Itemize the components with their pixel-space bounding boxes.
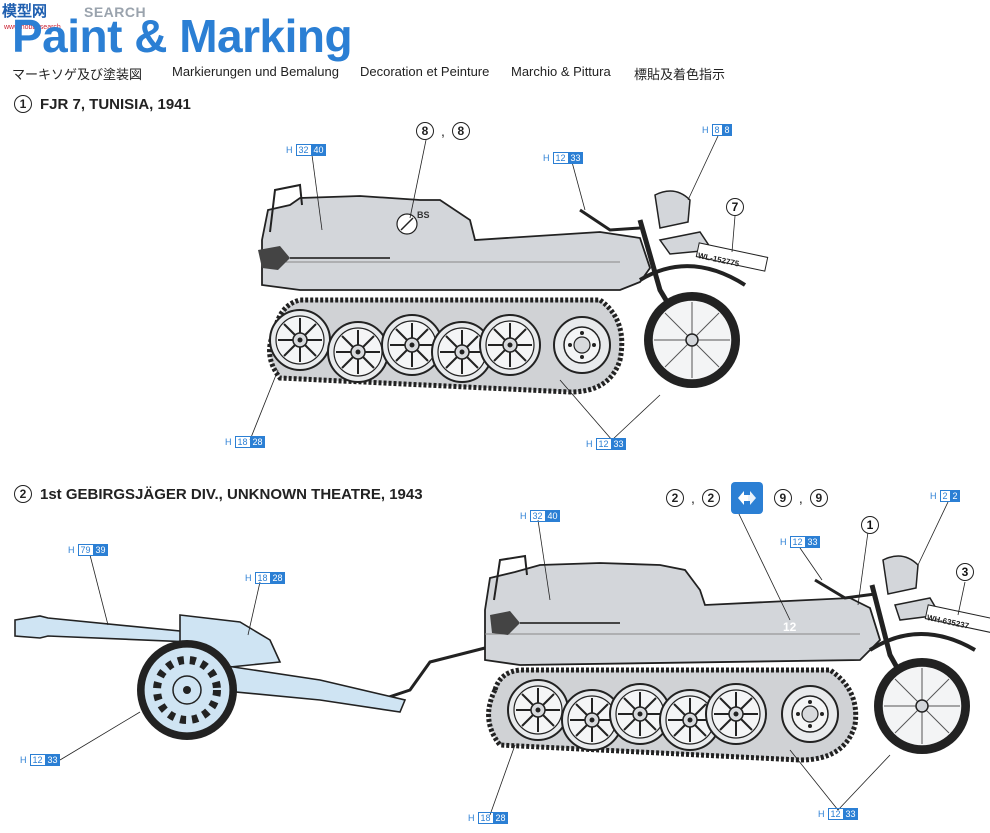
section-2-number: 2 xyxy=(14,485,32,503)
decal-callout-7: 7 xyxy=(726,198,744,216)
decal-callout-2b: 2 xyxy=(701,489,720,507)
section-2-decal-callout: 2 , 2 9 , 9 xyxy=(666,482,828,514)
vehicle-1-emblem-text: BS xyxy=(417,210,430,220)
callout-separator: , xyxy=(441,123,445,139)
subtitle-chinese: 標貼及着色指示 xyxy=(634,67,726,82)
vehicle-2-hull-number: 12 xyxy=(783,620,797,634)
section-2-decal-callout-3: 3 xyxy=(956,563,974,581)
vehicle-1-kettenkrad xyxy=(258,183,769,395)
section-1-heading: 1 FJR 7, TUNISIA, 1941 xyxy=(14,95,191,113)
decal-callout-1: 1 xyxy=(861,516,879,534)
decal-callout-9a: 9 xyxy=(773,489,792,507)
watermark-logo: 模型网 xyxy=(2,3,48,20)
arrow-sign-icon xyxy=(730,482,763,514)
callout-separator: , xyxy=(798,490,803,506)
vehicle-2-kettenkrad xyxy=(379,554,990,763)
decal-callout-9b: 9 xyxy=(809,489,828,507)
subtitle-row: マーキソゲ及び塗装図 Markierungen und Bemalung Dec… xyxy=(12,64,972,82)
section-2-decal-callout-1: 1 xyxy=(861,516,879,534)
page-title: Paint & Marking xyxy=(12,10,353,62)
decal-callout-2a: 2 xyxy=(666,489,684,507)
vehicle-1-leaders xyxy=(249,135,736,441)
section-1-decal-callout-7: 7 xyxy=(726,198,744,216)
section-2-title: 1st GEBIRGSJÄGER DIV., UNKNOWN THEATRE, … xyxy=(40,485,423,503)
subtitle-german: Markierungen und Bemalung xyxy=(172,64,339,79)
subtitle-french: Decoration et Peinture xyxy=(360,64,490,79)
vehicle-2-leaders xyxy=(59,501,966,816)
section-2-heading: 2 1st GEBIRGSJÄGER DIV., UNKNOWN THEATRE… xyxy=(14,485,423,503)
section-1-decal-callout: 8 , 8 xyxy=(416,122,470,140)
section-1-number: 1 xyxy=(14,95,32,113)
decal-callout-8a: 8 xyxy=(416,122,434,140)
anti-tank-gun xyxy=(14,614,407,740)
callout-separator: , xyxy=(691,490,695,506)
watermark-search: SEARCH xyxy=(84,4,147,20)
decal-callout-3: 3 xyxy=(956,563,974,581)
subtitle-japanese: マーキソゲ及び塗装図 xyxy=(12,67,143,82)
watermark-site: www.hobbysearch xyxy=(4,24,61,31)
section-1-title: FJR 7, TUNISIA, 1941 xyxy=(40,95,191,113)
decal-callout-8b: 8 xyxy=(451,122,470,140)
subtitle-italian: Marchio & Pittura xyxy=(511,64,611,79)
